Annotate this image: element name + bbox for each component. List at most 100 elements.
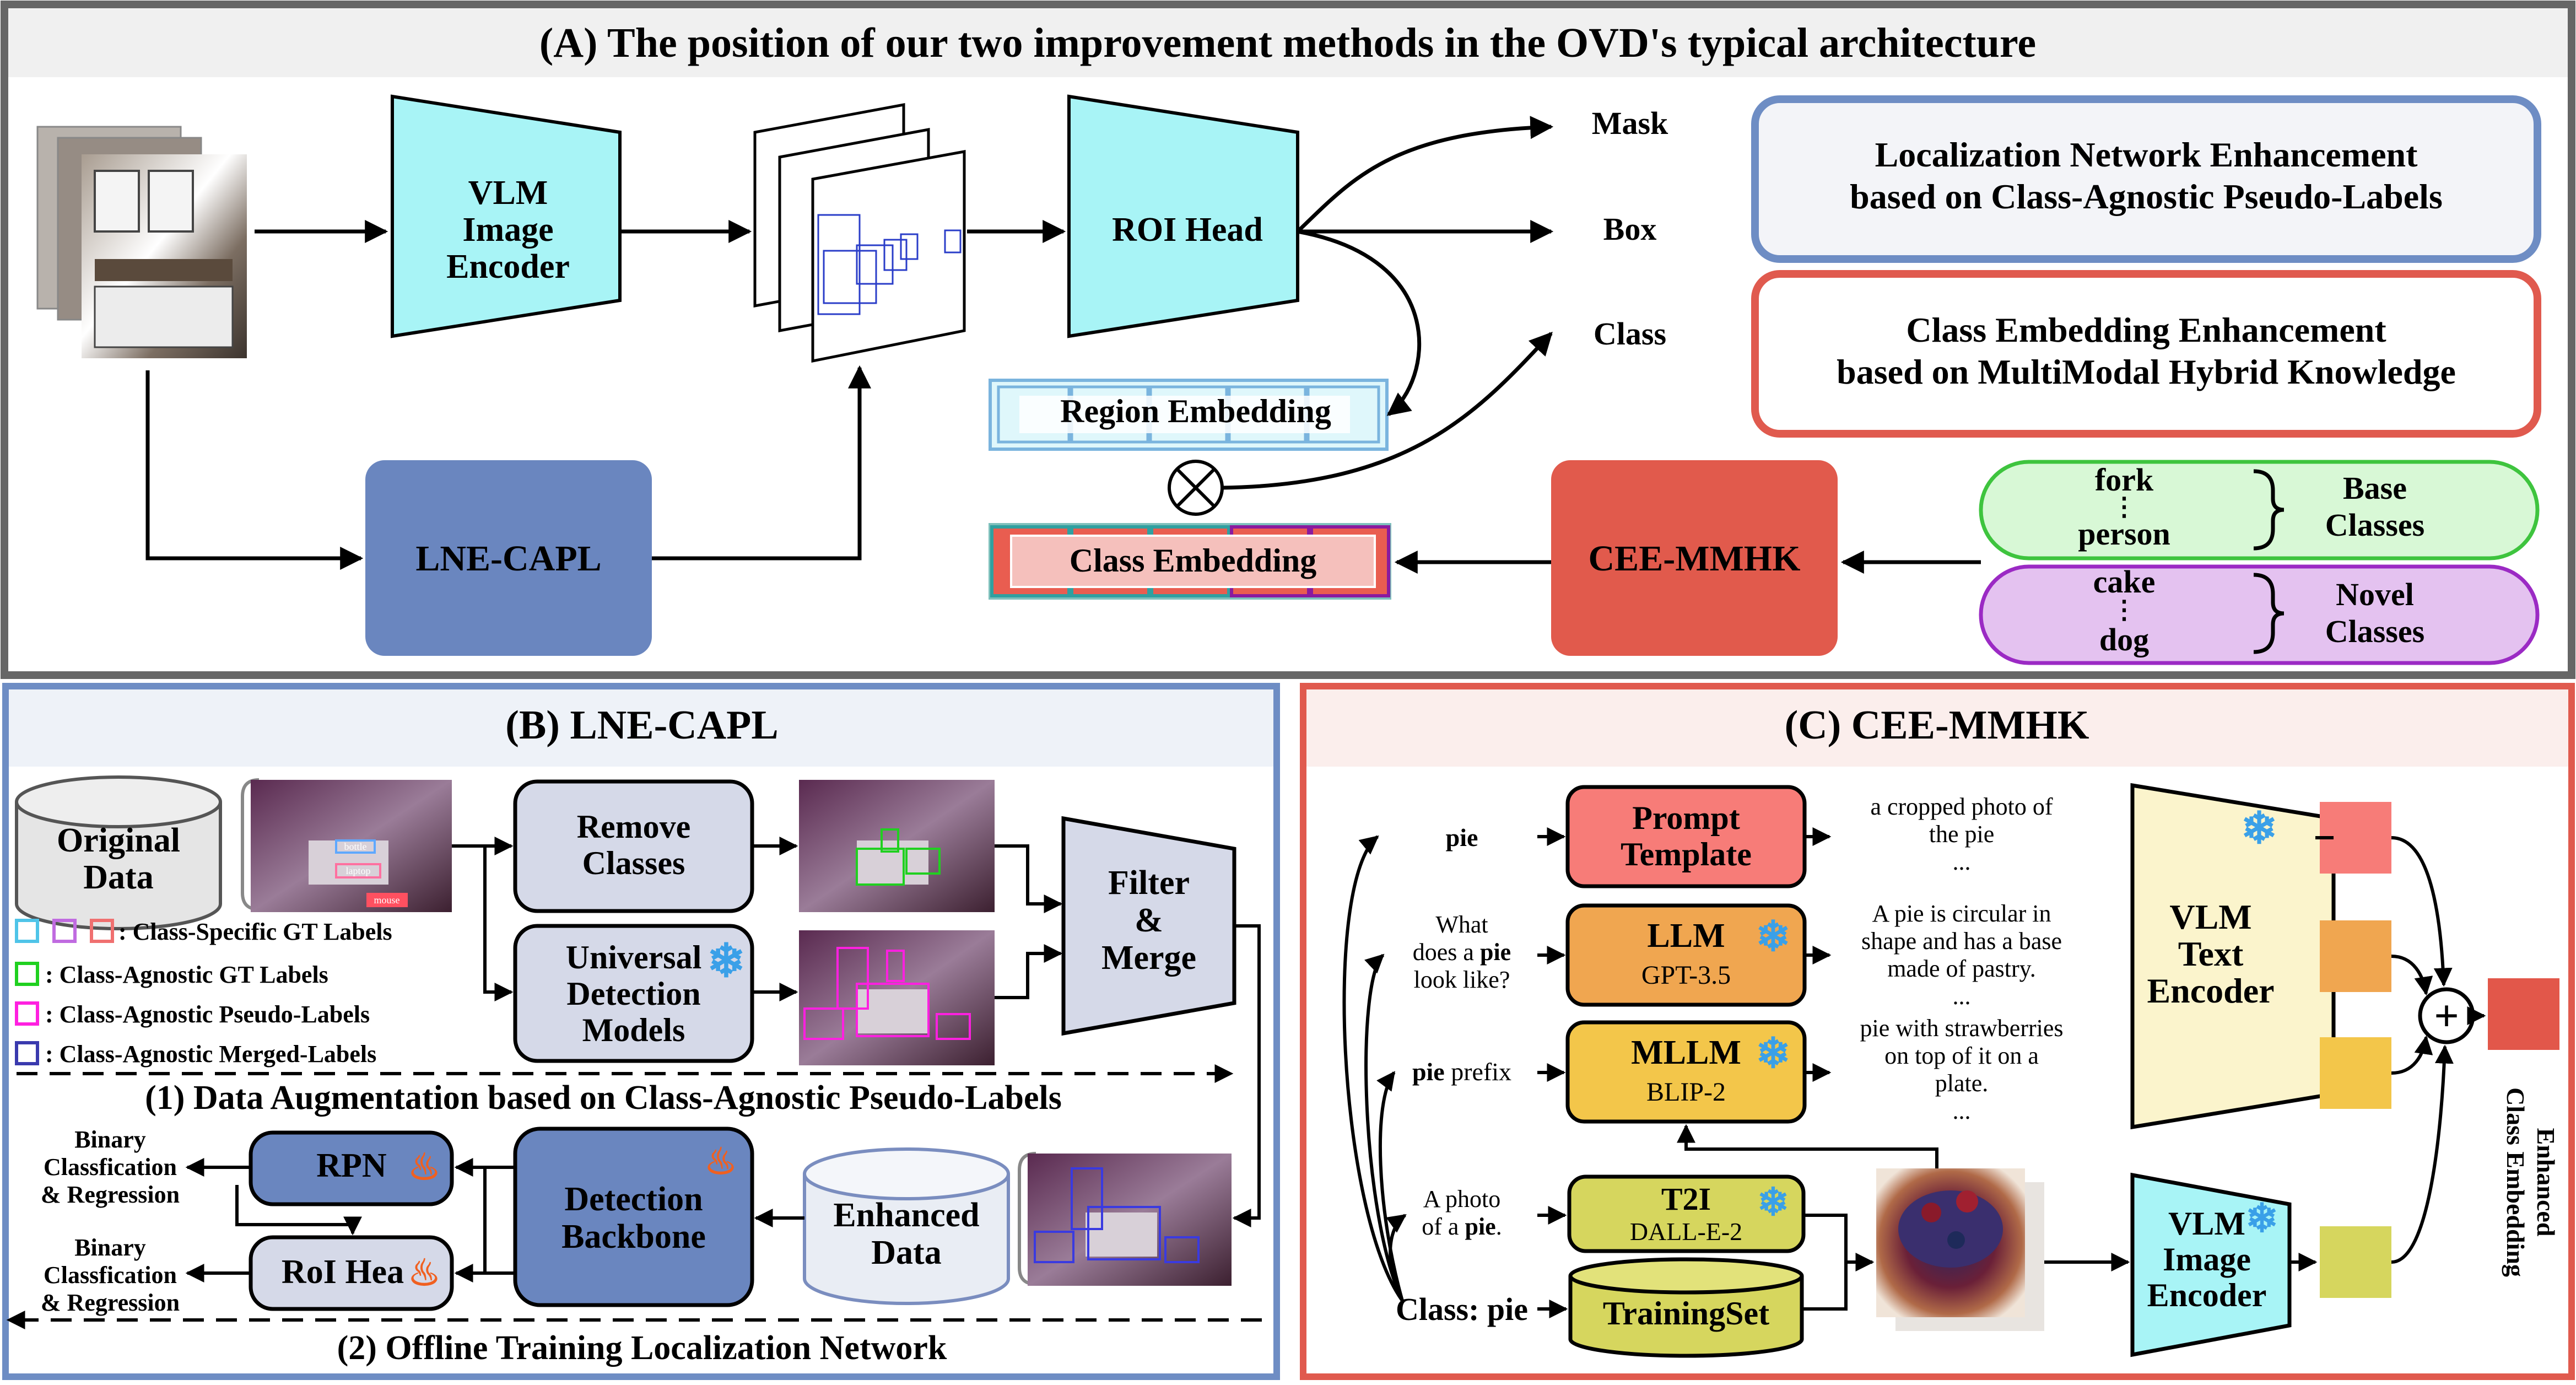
prompt-template-line-2: Template — [1621, 836, 1752, 872]
panel-b-arrows — [185, 837, 1261, 1282]
query-pie: pie — [1446, 823, 1478, 852]
base-brace — [2253, 469, 2285, 551]
emb-enhanced — [2488, 978, 2559, 1050]
desc-prompt-3: ... — [1953, 848, 1971, 875]
mllm-sub: BLIP-2 — [1646, 1077, 1726, 1107]
binary-rpn-line-2: Classfication — [44, 1154, 177, 1181]
tag-mouse: mouse — [374, 894, 400, 906]
filter-merge-line-3: Merge — [1101, 939, 1196, 977]
merged-label-image — [1028, 1154, 1232, 1286]
multiply-icon — [1168, 460, 1224, 516]
fire-icon-rpn: ♨ — [408, 1147, 440, 1188]
query-what-1: What — [1435, 911, 1488, 938]
remove-classes-line-2: Classes — [582, 845, 685, 881]
desc-llm-2: shape and has a base — [1861, 928, 2062, 955]
snowflake-icon-text-encoder: ❄ — [2240, 805, 2277, 853]
roi-head-shape — [1067, 94, 1299, 338]
lne-capl-box — [365, 460, 652, 656]
prompt-template-line-1: Prompt — [1632, 800, 1740, 836]
pie-image — [1876, 1168, 2044, 1331]
cee-mmhk-box — [1551, 460, 1838, 656]
feature-map-front — [811, 150, 966, 363]
original-data-line-2: Data — [83, 859, 153, 896]
enhanced-data-line-2: Data — [871, 1234, 941, 1271]
base-class-bottom: person — [2078, 516, 2170, 552]
enhanced-data-line-1: Enhanced — [833, 1197, 979, 1234]
vlm-image-encoder-line-3: Encoder — [446, 248, 570, 285]
remove-classes-line-1: Remove — [577, 809, 691, 845]
query-photo-1: A photo — [1423, 1185, 1501, 1212]
legend-localization-line-2: based on Class-Agnostic Pseudo-Labels — [1850, 177, 2443, 216]
cee-mmhk-label: CEE-MMHK — [1589, 538, 1801, 579]
panel-b-title: (B) LNE-CAPL — [505, 703, 778, 748]
vlm-text-encoder-line-2: Text — [2178, 934, 2244, 973]
desc-mllm-4: ... — [1953, 1097, 1971, 1124]
base-class-top: fork — [2095, 462, 2154, 498]
enhanced-label-2: Class Embedding — [2502, 1087, 2530, 1277]
feature-maps — [753, 103, 966, 363]
roi-head-label: ROI Head — [1112, 211, 1263, 249]
original-data-cylinder — [15, 775, 222, 930]
detection-backbone-line-2: Backbone — [561, 1218, 706, 1255]
panel-a-arrows — [145, 116, 1981, 574]
vlm-image-encoder-c-shape — [2130, 1172, 2292, 1357]
original-data-line-1: Original — [57, 822, 180, 859]
t2i-label: T2I — [1661, 1181, 1711, 1217]
desc-prompt-2: the pie — [1929, 821, 1995, 848]
novel-classes-label-1: Novel — [2336, 576, 2414, 612]
step2-label: (2) Offline Training Localization Networ… — [337, 1329, 947, 1367]
panel-a-title: (A) The position of our two improvement … — [539, 20, 2036, 66]
binary-roi-line-2: Classfication — [44, 1262, 177, 1289]
llm-label: LLM — [1647, 917, 1725, 955]
original-desk-image: bottle laptop mouse — [251, 780, 452, 912]
rpn-label: RPN — [316, 1147, 386, 1184]
legend-localization-box — [1751, 95, 2541, 263]
base-classes-label-1: Base — [2343, 470, 2407, 506]
vlm-image-encoder-line-2: Image — [462, 211, 553, 249]
plus-icon: + — [2434, 992, 2459, 1041]
panel-c: (C) CEE-MMHK pie What does a pie look li… — [1300, 683, 2575, 1380]
legend-class-line-2: based on MultiModal Hybrid Knowledge — [1837, 352, 2456, 391]
panel-b: (B) LNE-CAPL Original Data bottle laptop… — [2, 683, 1280, 1380]
universal-detection-line-3: Models — [582, 1012, 685, 1048]
roi-head-b-label: RoI Hea — [282, 1253, 404, 1291]
snowflake-icon-image-encoder: ❄ — [2245, 1197, 2278, 1241]
tag-bottle: bottle — [344, 841, 367, 852]
filter-merge-shape — [1061, 816, 1236, 1036]
fire-icon-backbone: ♨ — [704, 1142, 737, 1182]
fire-icon-roi: ♨ — [408, 1253, 440, 1294]
enhanced-label-1: Enhanced — [2532, 1128, 2560, 1237]
vlm-text-encoder-line-1: VLM — [2169, 897, 2251, 936]
desc-llm-1: A pie is circular in — [1872, 900, 2051, 927]
query-prefix: pie prefix — [1412, 1058, 1511, 1086]
legend-class-specific: : Class-Specific GT Labels — [118, 918, 392, 945]
legend-agnostic-merged: : Class-Agnostic Merged-Labels — [45, 1041, 376, 1068]
emb-mllm — [2320, 1037, 2391, 1109]
filter-merge-line-1: Filter — [1108, 864, 1190, 902]
snowflake-icon-llm: ❄ — [1756, 914, 1791, 960]
training-set-label: TrainingSet — [1603, 1295, 1769, 1332]
query-what-3: look like? — [1414, 966, 1510, 993]
lne-capl-label: LNE-CAPL — [415, 538, 601, 579]
emb-llm — [2320, 920, 2391, 992]
vlm-image-encoder-line-1: VLM — [468, 174, 548, 212]
t2i-sub: DALL-E-2 — [1630, 1217, 1742, 1246]
binary-rpn-line-3: & Regression — [41, 1181, 180, 1208]
vlm-image-encoder-c-line-1: VLM — [2168, 1205, 2245, 1242]
desc-llm-3: made of pastry. — [1887, 955, 2036, 982]
legend-localization-line-1: Localization Network Enhancement — [1875, 135, 2418, 174]
panel-c-title: (C) CEE-MMHK — [1785, 703, 2089, 748]
desc-llm-4: ... — [1953, 983, 1971, 1010]
panel-b-title-band — [9, 689, 1273, 767]
legend-class-line-1: Class Embedding Enhancement — [1906, 310, 2386, 349]
base-classes-label-2: Classes — [2325, 507, 2424, 543]
panel-a-title-band — [8, 8, 2568, 77]
region-embedding-label: Region Embedding — [1060, 393, 1331, 429]
vlm-image-encoder-c-line-2: Image — [2163, 1241, 2251, 1278]
novel-classes-label-2: Classes — [2325, 613, 2424, 649]
snowflake-icon-t2i: ❄ — [1757, 1182, 1790, 1224]
legend-agnostic-gt: : Class-Agnostic GT Labels — [45, 961, 328, 988]
class-embedding-label: Class Embedding — [1070, 542, 1316, 579]
binary-rpn-line-1: Binary — [74, 1126, 146, 1153]
novel-class-top: cake — [2093, 564, 2156, 600]
